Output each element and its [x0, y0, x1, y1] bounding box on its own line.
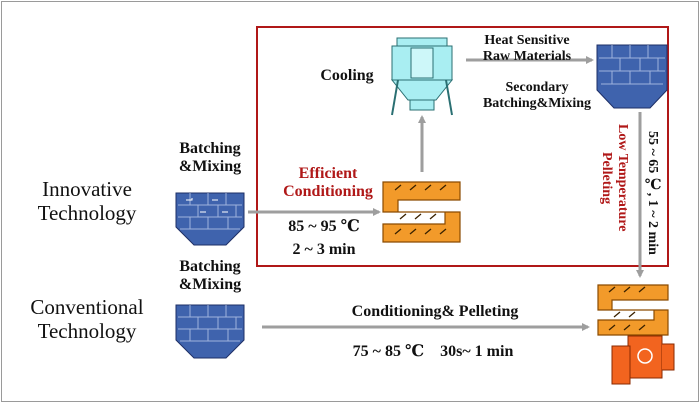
cooling-label: Cooling [320, 67, 374, 84]
innovative-process-box [256, 26, 669, 267]
cooler-icon [390, 37, 454, 116]
conventional-technology-label: Conventional Technology [30, 295, 144, 344]
innovative-technology-label: Innovative Technology [37, 177, 137, 226]
efficient-time: 2 ~ 3 min [292, 241, 356, 258]
hopper-icon-innovative [175, 192, 245, 246]
conventional-process-values: 75 ~ 85 ℃ 30s~ 1 min [352, 343, 514, 360]
efficient-temperature: 85 ~ 95 ℃ [288, 218, 360, 235]
batching-mixing-label-bottom: Batching &Mixing [178, 258, 242, 294]
hopper-icon-secondary [596, 44, 668, 109]
low-temperature-values: 55 ~ 65 ℃, 1 ~ 2 min [645, 131, 661, 255]
pellet-mill-icon [611, 335, 675, 385]
low-temperature-pelleting-label: Low Temperature Pelleting [599, 124, 631, 232]
conditioner-icon [382, 181, 461, 243]
batching-mixing-label-top: Batching &Mixing [178, 140, 242, 176]
pelleting-conditioner-icon [597, 284, 669, 336]
secondary-batching-label: Secondary Batching&Mixing [482, 80, 592, 112]
efficient-conditioning-label: Efficient Conditioning [283, 165, 373, 201]
conventional-process-label: Conditioning& Pelleting [351, 303, 519, 320]
hopper-icon-conventional [175, 304, 245, 359]
heat-sensitive-label: Heat Sensitive Raw Materials [482, 33, 572, 65]
